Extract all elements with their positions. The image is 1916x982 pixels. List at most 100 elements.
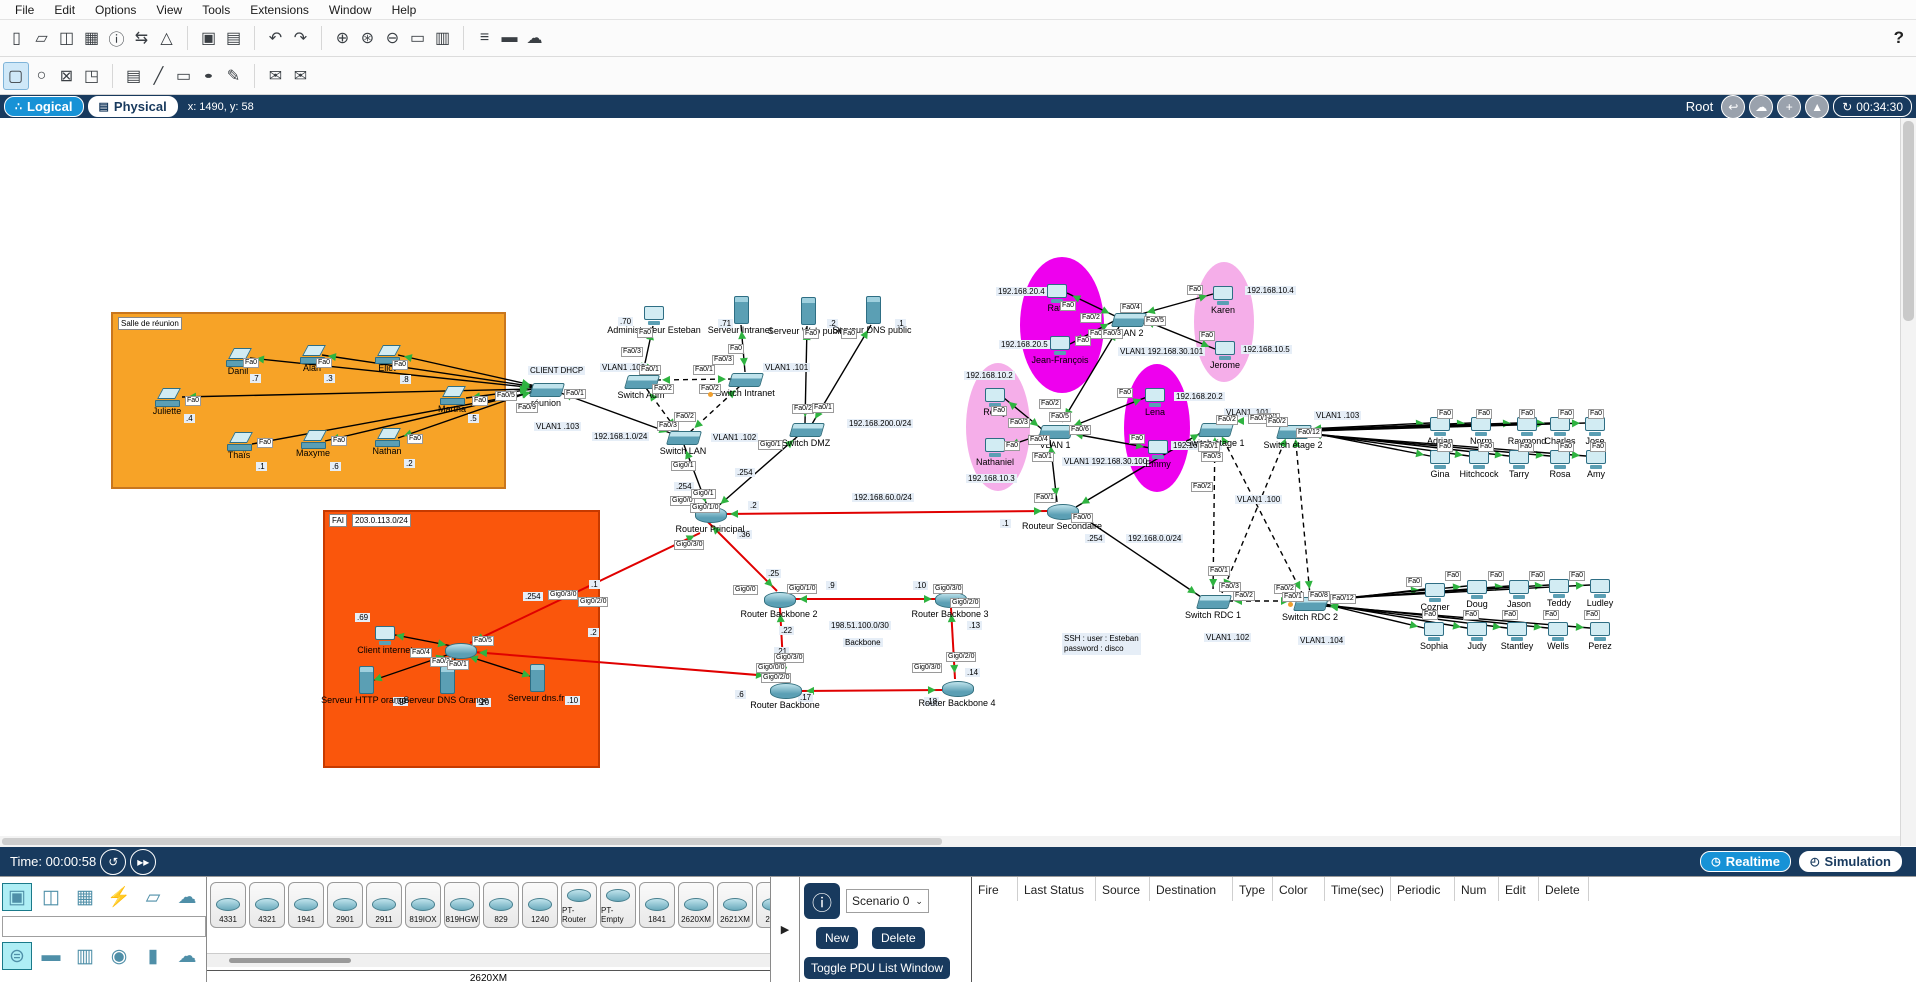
category-components[interactable]: ▦ bbox=[76, 886, 94, 908]
model-829[interactable]: 829 bbox=[483, 882, 519, 928]
scenario-select[interactable]: Scenario 0 ⌄ bbox=[846, 889, 929, 913]
menu-tools[interactable]: Tools bbox=[202, 2, 231, 17]
tab-physical[interactable]: ▤ Physical bbox=[87, 96, 178, 117]
device-stantley[interactable] bbox=[1507, 622, 1527, 641]
zoom-out-icon[interactable]: ⊖ bbox=[385, 30, 400, 47]
horizontal-scrollbar-thumb[interactable] bbox=[2, 838, 942, 845]
device-router-backbone-4[interactable] bbox=[942, 681, 974, 697]
device-hitchcock[interactable] bbox=[1469, 450, 1489, 469]
pan-button[interactable]: + bbox=[1777, 94, 1802, 119]
network-description-icon[interactable]: ≡ bbox=[479, 29, 490, 46]
device-jean-fran-ois[interactable] bbox=[1050, 336, 1070, 355]
pdu-info-button[interactable]: ⓘ bbox=[804, 883, 840, 919]
model-4321[interactable]: 4321 bbox=[249, 882, 285, 928]
device-norm[interactable] bbox=[1471, 417, 1491, 436]
device-karen[interactable] bbox=[1213, 286, 1233, 305]
cloud-image-icon[interactable]: ☁ bbox=[526, 30, 543, 47]
device-switch-intranet[interactable] bbox=[727, 373, 765, 387]
device-jason[interactable] bbox=[1509, 580, 1529, 599]
device-perez[interactable] bbox=[1590, 622, 1610, 641]
model-1841[interactable]: 1841 bbox=[639, 882, 675, 928]
menu-edit[interactable]: Edit bbox=[54, 2, 76, 17]
model-2911[interactable]: 2911 bbox=[366, 882, 402, 928]
column-color[interactable]: Color bbox=[1273, 877, 1325, 901]
category-power-grid[interactable]: ⚡ bbox=[107, 887, 131, 908]
device-jose[interactable] bbox=[1585, 417, 1605, 436]
place-note-icon[interactable]: ▤ bbox=[125, 67, 142, 85]
column-last-status[interactable]: Last Status bbox=[1018, 877, 1096, 901]
device-adrian[interactable] bbox=[1430, 417, 1450, 436]
category-multiuser[interactable]: ☁ bbox=[177, 886, 197, 908]
draw-freeform-icon[interactable]: ✎ bbox=[226, 67, 241, 85]
draw-line-icon[interactable]: ╱ bbox=[153, 67, 164, 85]
new-file-icon[interactable]: ▯ bbox=[12, 30, 21, 47]
device-raymond[interactable] bbox=[1517, 417, 1537, 436]
device-serveur-dns-fr[interactable] bbox=[529, 664, 545, 692]
category-miscellaneous[interactable]: ▱ bbox=[145, 886, 161, 908]
device-ludley[interactable] bbox=[1590, 579, 1610, 598]
device-serveur-dns-public[interactable] bbox=[865, 296, 881, 324]
palette-filter-input[interactable] bbox=[2, 916, 206, 937]
device-wells[interactable] bbox=[1548, 622, 1568, 641]
tab-realtime[interactable]: ◷ Realtime bbox=[1700, 851, 1791, 872]
undo-icon[interactable]: ↶ bbox=[268, 30, 283, 47]
device-lena[interactable] bbox=[1145, 388, 1165, 407]
resize-tool-icon[interactable]: ◳ bbox=[83, 67, 100, 85]
background-button[interactable]: ▲ bbox=[1805, 94, 1830, 119]
menu-extensions[interactable]: Extensions bbox=[250, 2, 309, 17]
device-nathaniel[interactable] bbox=[985, 438, 1005, 457]
model-819hgw[interactable]: 819HGW bbox=[444, 882, 480, 928]
paste-icon[interactable]: ▤ bbox=[225, 30, 242, 47]
device-switch-tage-1[interactable] bbox=[1197, 423, 1235, 437]
column-periodic[interactable]: Periodic bbox=[1391, 877, 1455, 901]
column-type[interactable]: Type bbox=[1233, 877, 1273, 901]
drawing-palette-icon[interactable]: ▭ bbox=[409, 30, 426, 47]
model-2620xm[interactable]: 2620XM bbox=[678, 882, 714, 928]
fast-forward-button[interactable]: ▸▸ bbox=[130, 848, 157, 875]
new-scenario-button[interactable]: New bbox=[816, 927, 859, 949]
device-router-backbone-2[interactable] bbox=[764, 592, 796, 608]
add-complex-pdu-icon[interactable]: ✉ bbox=[293, 67, 308, 85]
column-delete[interactable]: Delete bbox=[1539, 877, 1589, 901]
menu-help[interactable]: Help bbox=[391, 2, 417, 17]
device-nathan[interactable] bbox=[375, 428, 401, 447]
device-vlan-2[interactable] bbox=[1110, 313, 1148, 327]
device-client-internet[interactable] bbox=[375, 626, 395, 645]
select-tool-icon[interactable]: ▢ bbox=[2, 61, 29, 90]
inspect-tool-icon[interactable]: ○ bbox=[36, 66, 47, 84]
device-administrateur-esteban[interactable] bbox=[644, 306, 664, 325]
column-fire[interactable]: Fire bbox=[972, 877, 1018, 901]
zoom-reset-icon[interactable]: ⊛ bbox=[360, 30, 375, 47]
category-routers[interactable]: ⊜ bbox=[2, 942, 32, 970]
device-serveur-http-orange[interactable] bbox=[358, 666, 374, 694]
model-pt-router[interactable]: PT-Router bbox=[561, 882, 597, 928]
device-doug[interactable] bbox=[1467, 580, 1487, 599]
back-button[interactable]: ↩ bbox=[1721, 94, 1746, 119]
menu-options[interactable]: Options bbox=[95, 2, 137, 17]
copy-icon[interactable]: ▣ bbox=[200, 30, 217, 47]
category-security[interactable]: ▮ bbox=[147, 945, 159, 967]
meta-info-icon[interactable]: ⓘ bbox=[108, 32, 125, 49]
device-teddy[interactable] bbox=[1549, 579, 1569, 598]
vertical-scrollbar-thumb[interactable] bbox=[1903, 121, 1914, 321]
device-tarry[interactable] bbox=[1509, 450, 1529, 469]
model-1941[interactable]: 1941 bbox=[288, 882, 324, 928]
device-charles[interactable] bbox=[1550, 417, 1570, 436]
column-destination[interactable]: Destination bbox=[1150, 877, 1233, 901]
device-dialog-icon[interactable]: ▬ bbox=[501, 29, 518, 46]
device-gina[interactable] bbox=[1430, 450, 1450, 469]
menu-file[interactable]: File bbox=[15, 2, 35, 17]
device-router-backbone[interactable] bbox=[770, 683, 802, 699]
device-jerome[interactable] bbox=[1215, 341, 1235, 360]
tab-simulation[interactable]: ◴ Simulation bbox=[1798, 851, 1902, 872]
device-switch-rdc-1[interactable] bbox=[1195, 595, 1233, 609]
print-icon[interactable]: ▦ bbox=[83, 30, 100, 47]
activity-wizard-icon[interactable]: ⇆ bbox=[134, 30, 149, 47]
model-2811[interactable]: 2811 bbox=[756, 882, 770, 928]
help-icon[interactable]: ? bbox=[1893, 28, 1904, 47]
delete-scenario-button[interactable]: Delete bbox=[872, 927, 925, 949]
device-rafa[interactable] bbox=[1047, 284, 1067, 303]
device-r-union[interactable] bbox=[528, 383, 566, 397]
toggle-pdu-list-button[interactable]: Toggle PDU List Window bbox=[804, 957, 951, 979]
